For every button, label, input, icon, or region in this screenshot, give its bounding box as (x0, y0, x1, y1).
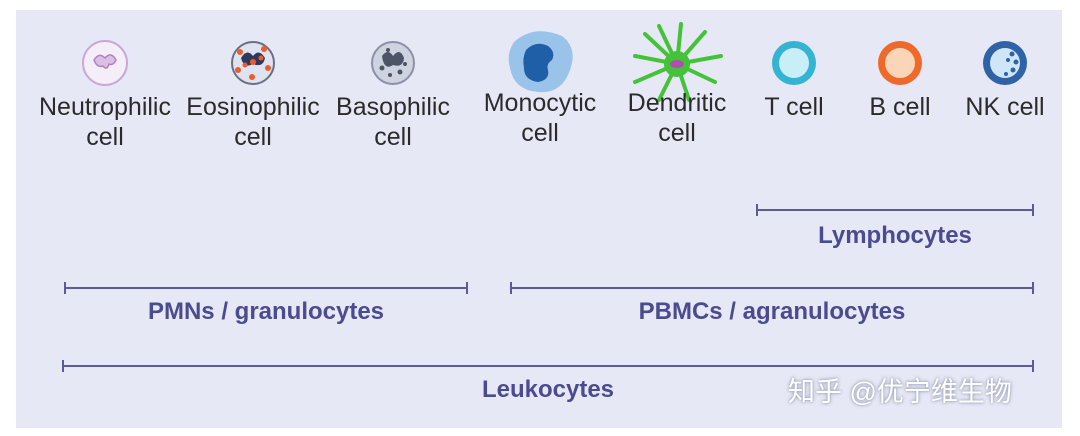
cell-label: Dendritic cell (627, 89, 727, 147)
pmns-label: PMNs / granulocytes (147, 298, 385, 325)
monocyte-icon (508, 31, 573, 93)
cell-label: Basophilic cell (336, 93, 450, 151)
cell-label: Neutrophilic cell (38, 93, 171, 151)
watermark: 知乎 @优宁维生物 (788, 377, 1012, 407)
cell-label: T cell (764, 93, 824, 121)
b-cell-icon (878, 41, 922, 85)
cell-label: Eosinophilic cell (186, 93, 320, 151)
eosinophil-icon (231, 41, 275, 85)
cell-label: NK cell (965, 93, 1045, 121)
cell-b: B cell (830, 38, 970, 122)
cell-label: Monocytic cell (483, 89, 597, 147)
cell-neutrophilic: Neutrophilic cell (35, 38, 175, 152)
basophil-icon (371, 41, 415, 85)
leukocytes-bracket (62, 360, 1034, 372)
cell-basophilic: Basophilic cell (323, 38, 463, 152)
neutrophil-icon (82, 40, 128, 86)
cell-eosinophilic: Eosinophilic cell (183, 38, 323, 152)
t-cell-icon (772, 41, 816, 85)
pbmcs-bracket (510, 282, 1034, 294)
pmns-bracket (64, 282, 468, 294)
dendritic-cell-icon (633, 22, 723, 102)
cell-monocytic: Monocytic cell (470, 28, 610, 148)
cell-t: T cell (724, 38, 864, 122)
diagram-panel: Neutrophilic cell Eosinophilic cell Baso… (16, 10, 1062, 428)
cell-nk: NK cell (935, 38, 1075, 122)
cell-label: B cell (869, 93, 931, 121)
pbmcs-label: PBMCs / agranulocytes (638, 298, 906, 325)
leukocytes-label: Leukocytes (481, 376, 615, 403)
nk-cell-icon (983, 41, 1027, 85)
lymphocytes-bracket (756, 204, 1034, 216)
cell-dendritic: Dendritic cell (607, 20, 747, 148)
lymphocytes-label: Lymphocytes (818, 222, 972, 249)
